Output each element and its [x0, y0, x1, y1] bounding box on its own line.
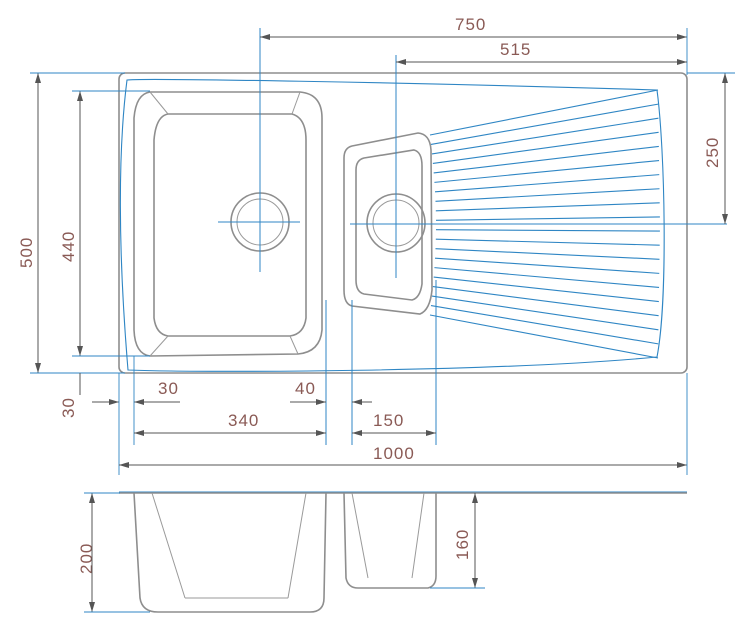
large-bowl-section [133, 492, 327, 613]
drainer-groove [434, 159, 660, 183]
drainer-groove [434, 257, 660, 274]
drainer-groove [434, 174, 660, 193]
dim-515: 515 [500, 40, 531, 59]
dim-1000: 1000 [373, 444, 415, 463]
drainer-groove [433, 276, 659, 303]
dimension-lines [30, 28, 735, 475]
small-bowl-outer [343, 132, 433, 315]
drainer-surface-outline [119, 78, 665, 372]
drainer-groove [431, 295, 659, 331]
drainer-groove [429, 314, 659, 359]
sink-outer-rim [118, 72, 688, 374]
dim-40: 40 [295, 379, 316, 398]
drainer-groove [432, 131, 659, 164]
dim-150: 150 [373, 411, 404, 430]
drainer-groove [431, 117, 659, 155]
drainer-groove [435, 216, 660, 221]
drainer-groove [430, 103, 659, 146]
drainer-groove [430, 304, 659, 345]
drainer-groove [432, 286, 659, 317]
dim-500: 500 [17, 237, 36, 268]
dim-440: 440 [59, 231, 78, 262]
sink-section-view [84, 491, 687, 613]
large-bowl-outer [133, 91, 323, 357]
dim-30-vertical: 30 [59, 397, 78, 418]
drainer-groove [435, 229, 660, 232]
dimension-labels: 750 515 250 500 440 30 30 40 340 150 100… [17, 15, 722, 574]
drainer-groove [434, 267, 660, 289]
large-bowl [133, 91, 323, 357]
dim-200: 200 [77, 543, 96, 574]
dim-750: 750 [455, 15, 486, 34]
dim-160: 160 [453, 529, 472, 560]
drainer-groove [435, 188, 660, 202]
small-bowl-section [343, 492, 437, 589]
small-bowl-inner [355, 149, 423, 301]
dim-340: 340 [228, 411, 259, 430]
drainer-groove [435, 238, 660, 246]
dim-30-horizontal: 30 [158, 379, 179, 398]
dim-250: 250 [703, 137, 722, 168]
drainer-grooves [429, 89, 660, 359]
drainer-groove [429, 89, 659, 136]
drainer-groove [435, 248, 660, 260]
sink-top-view [118, 28, 727, 445]
drainer-groove [435, 202, 660, 212]
drainer-groove [433, 145, 659, 174]
